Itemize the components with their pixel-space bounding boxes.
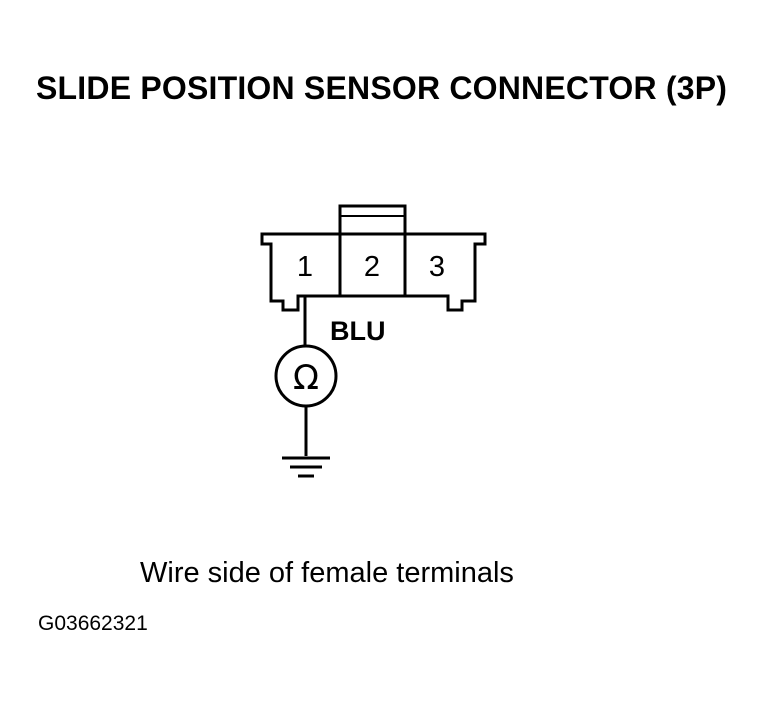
ground-icon: [282, 456, 330, 478]
connector-body: [260, 232, 487, 312]
wire-color-label: BLU: [330, 316, 386, 346]
terminal-1-label: 1: [297, 251, 313, 283]
figure-id: G03662321: [38, 612, 148, 635]
terminal-3-label: 3: [429, 251, 445, 283]
terminal-2-label: 2: [364, 251, 380, 283]
diagram-caption: Wire side of female terminals: [140, 557, 514, 589]
ohm-symbol: Ω: [293, 358, 319, 398]
diagram-title: SLIDE POSITION SENSOR CONNECTOR (3P): [36, 70, 728, 106]
connector-lock-tab: [338, 204, 407, 236]
ohmmeter-icon: Ω: [274, 344, 338, 408]
